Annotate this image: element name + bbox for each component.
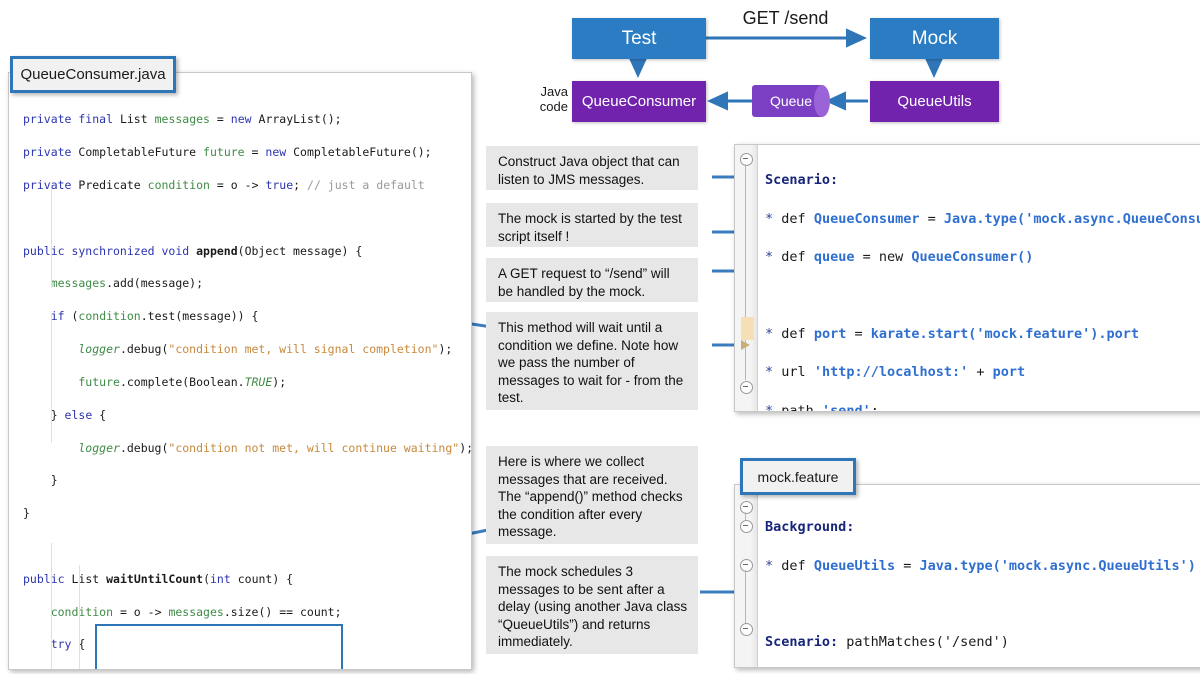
callout-construct-java-object: Construct Java object that can listen to… — [486, 146, 698, 190]
indent-guide — [51, 313, 52, 443]
java-code-label-line2: code — [539, 98, 568, 114]
edge-label-text: GET /send — [742, 8, 829, 28]
java-code-panel[interactable]: private final List messages = new ArrayL… — [8, 72, 472, 670]
diagram-node-queue-label: Queue — [769, 93, 813, 109]
java-file-badge-label: QueueConsumer.java — [20, 66, 166, 83]
mock-feature-file-badge-label: mock.feature — [757, 468, 839, 485]
fold-marker-icon[interactable] — [740, 623, 753, 636]
bookmark-marker-icon[interactable] — [741, 317, 754, 340]
fold-line — [745, 164, 746, 380]
diagram-node-queueconsumer-label: QueueConsumer — [581, 93, 697, 110]
indent-guide — [79, 565, 80, 669]
callout-collect-messages: Here is where we collect messages that a… — [486, 446, 698, 544]
callout-mock-started-by-test: The mock is started by the test script i… — [486, 203, 698, 247]
java-code-label-line1: Java — [540, 84, 568, 99]
java-code-text[interactable]: private final List messages = new ArrayL… — [23, 112, 472, 652]
fold-marker-icon[interactable] — [740, 153, 753, 166]
callout-text: Here is where we collect messages that a… — [498, 454, 683, 540]
callout-text: This method will wait until a condition … — [498, 320, 684, 406]
indent-guide — [51, 188, 52, 288]
callout-text: The mock schedules 3 messages to be sent… — [498, 564, 688, 650]
mock-feature-code-text[interactable]: Background: * def QueueUtils = Java.type… — [765, 519, 1196, 651]
scenario-gutter[interactable] — [735, 145, 758, 411]
callout-text: A GET request to “/send” will be handled… — [498, 266, 670, 299]
diagram-node-queue[interactable]: Queue — [752, 85, 830, 117]
fold-line — [745, 512, 746, 520]
fold-line — [745, 570, 746, 623]
callout-mock-schedules-three: The mock schedules 3 messages to be sent… — [486, 556, 698, 654]
fold-marker-icon[interactable] — [740, 559, 753, 572]
diagram-node-mock[interactable]: Mock — [870, 18, 999, 59]
diagram-node-test-label: Test — [621, 27, 657, 49]
diagram-node-mock-label: Mock — [911, 27, 958, 49]
diagram-node-queueutils-label: QueueUtils — [897, 93, 972, 110]
code-highlight-box — [95, 624, 343, 669]
diagram-edge-label-get-send: GET /send — [718, 8, 853, 29]
fold-marker-icon[interactable] — [740, 501, 753, 514]
mock-feature-code-panel[interactable]: Background: * def QueueUtils = Java.type… — [734, 484, 1200, 668]
callout-get-request-send: A GET request to “/send” will be handled… — [486, 258, 698, 302]
indent-guide — [51, 543, 52, 669]
diagram-node-queueconsumer[interactable]: QueueConsumer — [572, 81, 706, 122]
java-file-badge: QueueConsumer.java — [10, 56, 176, 93]
diagram-node-queueutils[interactable]: QueueUtils — [870, 81, 999, 122]
callout-text: Construct Java object that can listen to… — [498, 154, 680, 187]
fold-marker-icon[interactable] — [740, 520, 753, 533]
scenario-code-panel[interactable]: Scenario: * def QueueConsumer = Java.typ… — [734, 144, 1200, 412]
java-code-label: Java code — [510, 84, 568, 115]
callout-wait-until-condition: This method will wait until a condition … — [486, 312, 698, 410]
diagram-node-test[interactable]: Test — [572, 18, 706, 59]
callout-text: The mock is started by the test script i… — [498, 211, 682, 244]
mock-feature-file-badge: mock.feature — [740, 458, 856, 495]
scenario-code-text[interactable]: Scenario: * def QueueConsumer = Java.typ… — [765, 172, 1200, 412]
fold-marker-icon[interactable] — [740, 381, 753, 394]
bookmark-arrow-icon[interactable] — [741, 340, 750, 350]
